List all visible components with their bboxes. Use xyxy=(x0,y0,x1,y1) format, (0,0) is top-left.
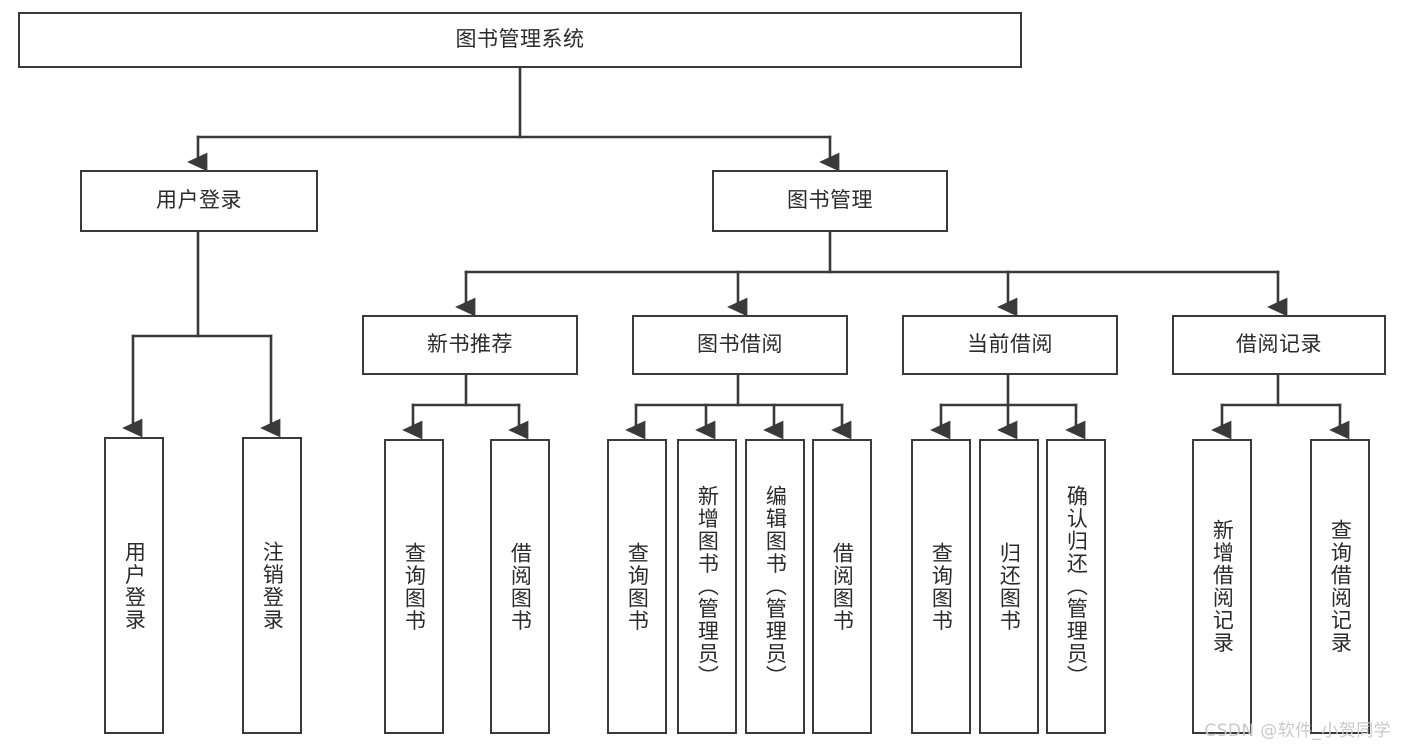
node-leaf-borrow-book-1-label: 借阅图书 xyxy=(508,541,533,632)
node-leaf-query-book-2-label: 查询图书 xyxy=(625,541,650,632)
node-leaf-edit-book-label: 编辑图书（管理员） xyxy=(763,485,788,688)
node-leaf-confirm-return[interactable]: 确认归还（管理员） xyxy=(1046,439,1106,734)
node-leaf-logout-label: 注销登录 xyxy=(260,540,285,631)
node-leaf-query-book-3-label: 查询图书 xyxy=(929,541,954,632)
node-leaf-add-book-label: 新增图书（管理员） xyxy=(695,485,720,688)
node-user-login[interactable]: 用户登录 xyxy=(80,170,318,232)
node-leaf-user-login-label: 用户登录 xyxy=(122,540,147,631)
node-leaf-borrow-book-1[interactable]: 借阅图书 xyxy=(490,439,550,734)
node-leaf-query-book-3[interactable]: 查询图书 xyxy=(911,439,971,734)
node-leaf-user-login[interactable]: 用户登录 xyxy=(104,437,164,734)
node-leaf-logout[interactable]: 注销登录 xyxy=(242,437,302,734)
node-current-borrow-label: 当前借阅 xyxy=(967,332,1053,357)
node-leaf-query-book-1-label: 查询图书 xyxy=(402,541,427,632)
node-borrow-record-label: 借阅记录 xyxy=(1236,332,1322,357)
node-leaf-borrow-book-2-label: 借阅图书 xyxy=(830,541,855,632)
node-user-login-label: 用户登录 xyxy=(156,188,242,213)
node-leaf-add-record[interactable]: 新增借阅记录 xyxy=(1192,439,1252,734)
node-book-manage-label: 图书管理 xyxy=(787,188,873,213)
node-new-book-recommend[interactable]: 新书推荐 xyxy=(362,315,578,375)
node-book-manage[interactable]: 图书管理 xyxy=(712,170,948,232)
node-root[interactable]: 图书管理系统 xyxy=(18,12,1022,68)
node-leaf-confirm-return-label: 确认归还（管理员） xyxy=(1064,485,1089,688)
node-current-borrow[interactable]: 当前借阅 xyxy=(902,315,1118,375)
node-borrow-record[interactable]: 借阅记录 xyxy=(1172,315,1386,375)
node-leaf-query-book-1[interactable]: 查询图书 xyxy=(384,439,444,734)
node-book-borrow[interactable]: 图书借阅 xyxy=(632,315,848,375)
node-leaf-edit-book[interactable]: 编辑图书（管理员） xyxy=(745,439,805,734)
node-book-borrow-label: 图书借阅 xyxy=(697,332,783,357)
node-leaf-query-book-2[interactable]: 查询图书 xyxy=(607,439,667,734)
node-leaf-add-record-label: 新增借阅记录 xyxy=(1210,519,1235,654)
node-leaf-query-record-label: 查询借阅记录 xyxy=(1328,519,1353,654)
node-leaf-return-book[interactable]: 归还图书 xyxy=(979,439,1039,734)
node-leaf-add-book[interactable]: 新增图书（管理员） xyxy=(677,439,737,734)
node-leaf-borrow-book-2[interactable]: 借阅图书 xyxy=(812,439,872,734)
node-leaf-query-record[interactable]: 查询借阅记录 xyxy=(1310,439,1370,734)
node-leaf-return-book-label: 归还图书 xyxy=(997,541,1022,632)
node-new-book-recommend-label: 新书推荐 xyxy=(427,332,513,357)
node-root-label: 图书管理系统 xyxy=(455,27,585,52)
